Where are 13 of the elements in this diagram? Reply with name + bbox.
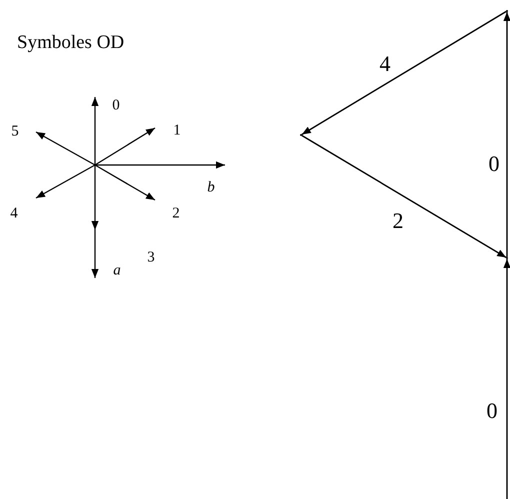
direction-number: 5 [11, 124, 19, 140]
diagram-title: Symboles OD [17, 33, 124, 52]
direction-number: 2 [172, 206, 180, 222]
direction-number: 4 [10, 206, 18, 222]
arrow [503, 259, 510, 499]
direction-number: a [113, 264, 121, 278]
arrow [302, 10, 506, 136]
direction-number: 3 [147, 250, 155, 266]
direction-number: b [207, 180, 215, 196]
arrow [503, 12, 510, 257]
direction-number: 0 [112, 98, 120, 114]
direction-number: 1 [173, 124, 181, 138]
arrow [302, 134, 506, 258]
